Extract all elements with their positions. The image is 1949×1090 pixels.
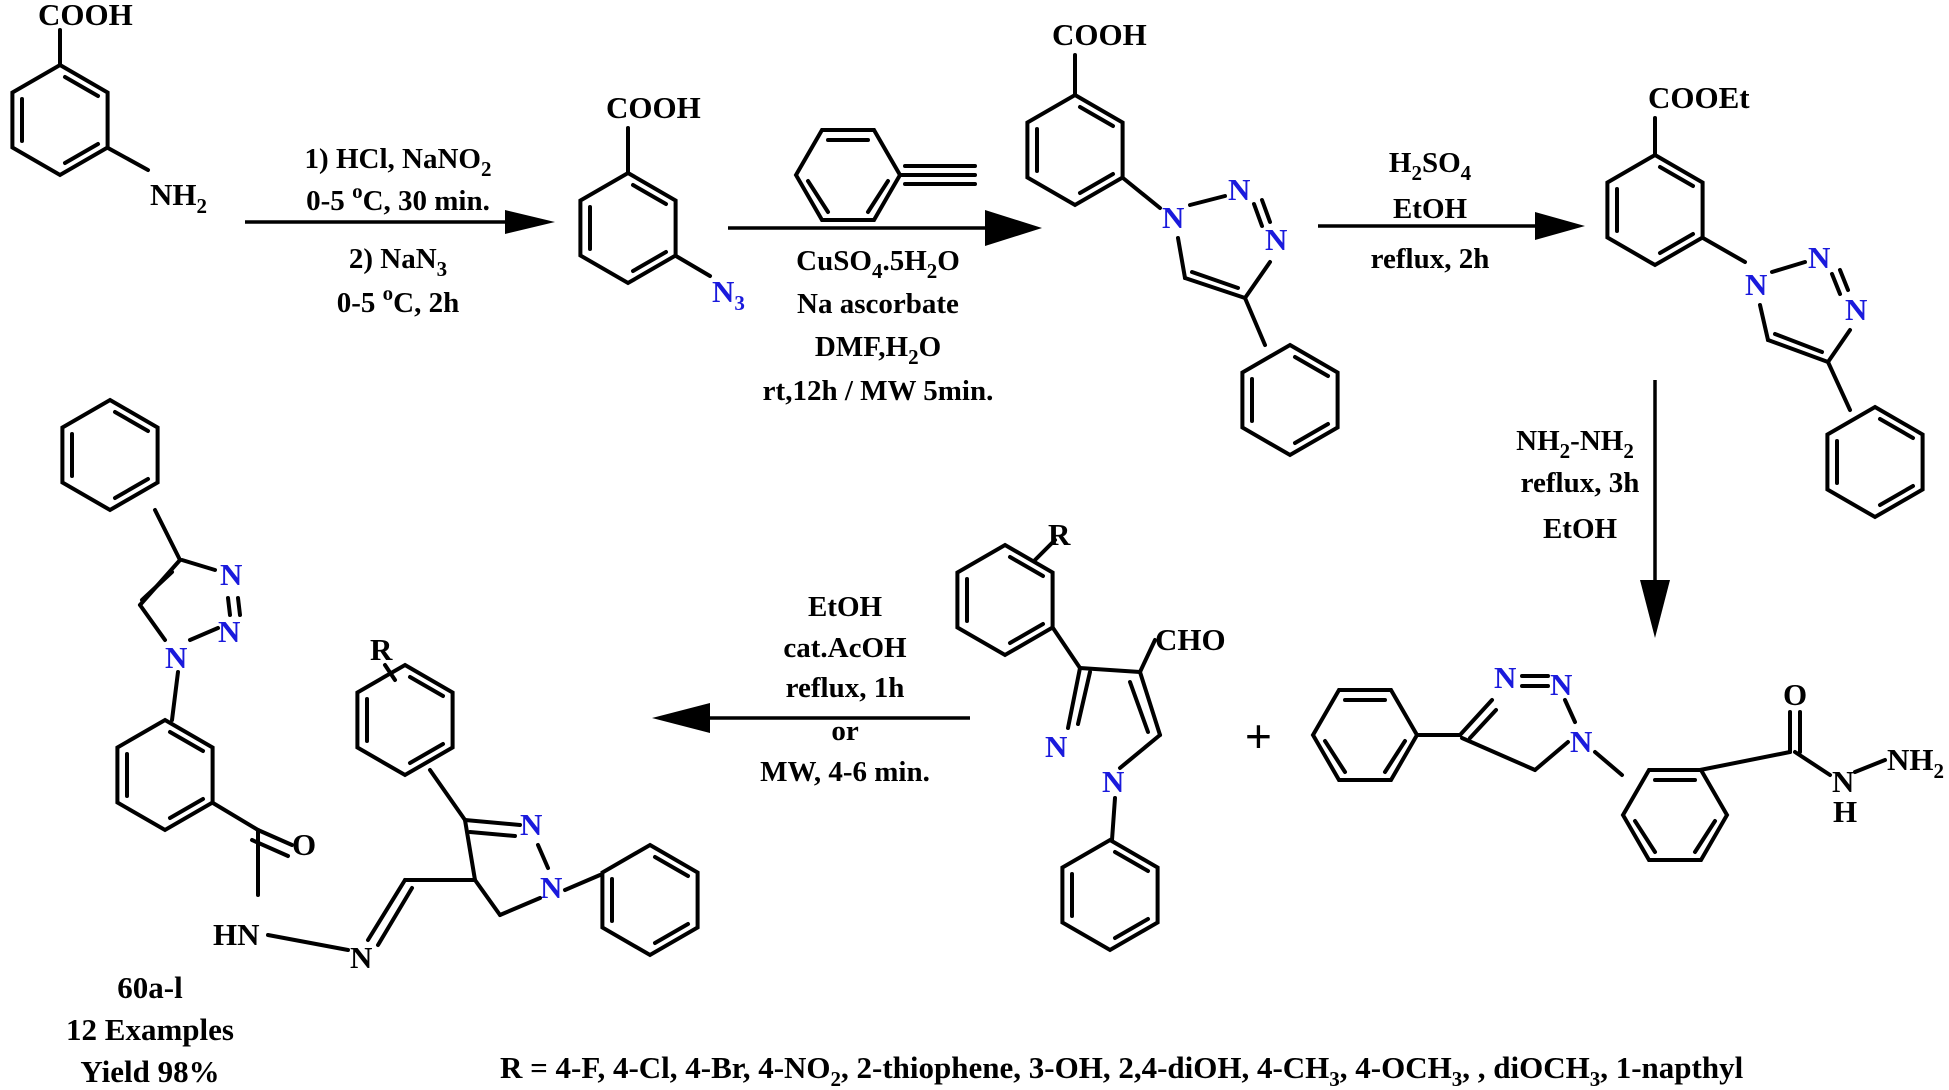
svg-text:2) NaN3: 2) NaN3	[349, 243, 447, 281]
svg-text:N: N	[350, 940, 372, 975]
ester-label: COOEt	[1648, 80, 1750, 115]
svg-text:N: N	[1045, 729, 1067, 764]
svg-text:N: N	[1808, 240, 1830, 275]
svg-text:N: N	[1745, 267, 1767, 302]
svg-text:NH2: NH2	[1887, 742, 1944, 783]
svg-text:N: N	[1570, 724, 1592, 759]
svg-text:R: R	[370, 632, 393, 667]
arrow-step-5	[652, 703, 970, 733]
svg-text:CHO: CHO	[1155, 622, 1226, 657]
svg-text:DMF,H2O: DMF,H2O	[815, 331, 941, 369]
compound-pyrazole-aldehyde: R N N CHO	[955, 517, 1226, 952]
svg-text:N: N	[540, 870, 562, 905]
svg-text:EtOH: EtOH	[1393, 193, 1468, 225]
svg-text:0-5 oC, 30 min.: 0-5 oC, 30 min.	[306, 179, 490, 217]
carboxyl-label: COOH	[1052, 17, 1147, 52]
svg-text:N: N	[220, 557, 242, 592]
compound-azidobenzoic-acid: COOH N3	[578, 90, 745, 315]
compound-product: N N N O HN N N N R	[60, 398, 700, 975]
compound-hydrazide: N N N O N H NH2	[1311, 660, 1944, 862]
svg-text:CuSO4.5H2O: CuSO4.5H2O	[796, 245, 960, 283]
step-4-conditions: NH2-NH2 reflux, 3h EtOH	[1516, 425, 1639, 545]
svg-text:N: N	[520, 807, 542, 842]
arrow-step-1	[245, 210, 555, 234]
svg-text:reflux, 2h: reflux, 2h	[1371, 243, 1490, 275]
svg-text:N: N	[1102, 764, 1124, 799]
svg-text:N: N	[1832, 764, 1854, 799]
svg-text:N: N	[1494, 660, 1516, 695]
svg-text:EtOH: EtOH	[808, 591, 883, 623]
arrow-step-4	[1640, 380, 1670, 638]
compound-triazolyl-benzoic-acid: COOH N N N	[1025, 17, 1340, 457]
svg-text:O: O	[292, 827, 316, 862]
svg-text:reflux, 1h: reflux, 1h	[786, 672, 905, 704]
step-3-conditions: H2SO4 EtOH reflux, 2h	[1371, 147, 1490, 275]
step-5-conditions: EtOH cat.AcOH reflux, 1h or MW, 4-6 min.	[760, 591, 930, 788]
svg-text:HN: HN	[213, 917, 260, 952]
svg-text:N: N	[1845, 292, 1867, 327]
svg-text:1) HCl, NaNO2: 1) HCl, NaNO2	[305, 143, 492, 181]
step-1-conditions: 1) HCl, NaNO2 0-5 oC, 30 min. 2) NaN3 0-…	[305, 143, 492, 319]
compound-aminobenzoic-acid: COOH NH2	[10, 0, 207, 218]
svg-text:EtOH: EtOH	[1543, 513, 1618, 545]
svg-text:N: N	[1228, 172, 1250, 207]
svg-text:H: H	[1833, 794, 1857, 829]
svg-text:MW, 4-6 min.: MW, 4-6 min.	[760, 756, 930, 788]
svg-text:N: N	[165, 640, 187, 675]
svg-text:NH2-NH2: NH2-NH2	[1516, 425, 1634, 463]
svg-text:N: N	[1550, 667, 1572, 702]
svg-text:O: O	[1783, 677, 1807, 712]
product-yield: Yield 98%	[80, 1054, 219, 1089]
svg-text:or: or	[831, 715, 859, 747]
svg-text:H2SO4: H2SO4	[1389, 147, 1472, 185]
product-info: 60a-l 12 Examples Yield 98%	[66, 970, 234, 1089]
svg-text:cat.AcOH: cat.AcOH	[783, 632, 907, 664]
r-group-list: R = 4-F, 4-Cl, 4-Br, 4-NO2, 2-thiophene,…	[500, 1050, 1744, 1090]
svg-text:rt,12h / MW 5min.: rt,12h / MW 5min.	[763, 375, 994, 407]
svg-text:N: N	[218, 614, 240, 649]
arrow-step-2	[728, 210, 1042, 246]
product-code: 60a-l	[117, 970, 183, 1005]
svg-text:N: N	[1265, 222, 1287, 257]
carboxyl-label: COOH	[606, 90, 701, 125]
svg-text:N: N	[1162, 200, 1184, 235]
amine-label: NH2	[150, 177, 207, 218]
svg-text:R: R	[1048, 517, 1071, 552]
compound-ethyl-ester: COOEt N N N	[1605, 80, 1925, 519]
svg-text:0-5 oC, 2h: 0-5 oC, 2h	[337, 281, 460, 319]
arrow-step-3	[1318, 212, 1585, 240]
product-examples: 12 Examples	[66, 1012, 234, 1047]
svg-text:reflux, 3h: reflux, 3h	[1521, 467, 1640, 499]
svg-text:Na ascorbate: Na ascorbate	[797, 288, 959, 320]
step-2-conditions: CuSO4.5H2O Na ascorbate DMF,H2O rt,12h /…	[763, 245, 994, 407]
plus-sign: +	[1245, 710, 1272, 762]
carboxyl-label: COOH	[38, 0, 133, 32]
azide-label: N3	[712, 274, 745, 315]
phenylacetylene	[794, 128, 977, 222]
